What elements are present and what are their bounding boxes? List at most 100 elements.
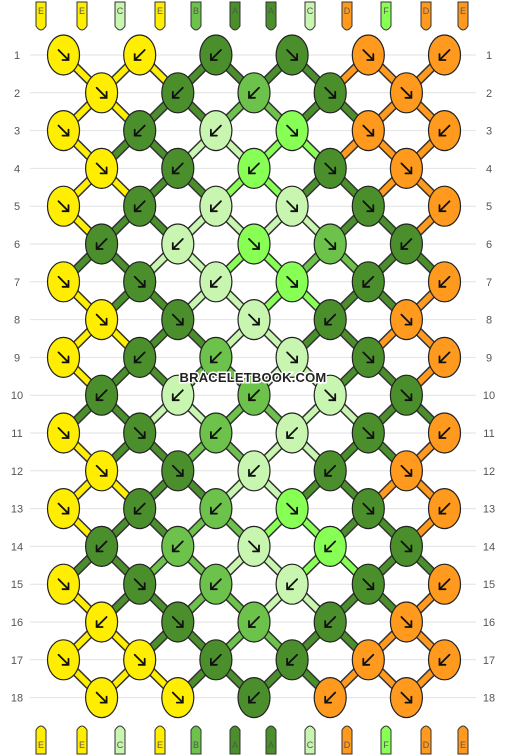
knot-direction-arrow-icon [286, 653, 298, 666]
string-label-bottom: E [157, 740, 163, 750]
knot-direction-arrow-icon [95, 389, 108, 402]
knot-direction-arrow-icon [438, 351, 451, 364]
knot-direction-arrow-icon [438, 427, 451, 439]
row-number-right: 1 [486, 50, 492, 62]
knot-direction-arrow-icon [324, 313, 337, 326]
row-number-right: 7 [486, 277, 492, 289]
knot-direction-arrow-icon [210, 427, 222, 439]
knot-direction-arrow-icon [362, 200, 375, 213]
string-tab-bottom [457, 725, 469, 755]
string-label-top: E [460, 6, 466, 16]
knot-direction-arrow-icon [362, 653, 375, 666]
row-number-left: 17 [11, 655, 23, 667]
string-tab-top [190, 1, 202, 31]
knot-direction-arrow-icon [95, 616, 108, 628]
string-tab-bottom [154, 725, 166, 755]
string-label-top: C [117, 6, 124, 16]
knot-direction-arrow-icon [438, 578, 451, 591]
string-tab-top [304, 1, 316, 31]
row-number-right: 10 [483, 390, 495, 402]
string-label-bottom: B [193, 740, 199, 750]
knot-direction-arrow-icon [95, 313, 108, 326]
knot-direction-arrow-icon [171, 162, 184, 175]
knot-direction-arrow-icon [286, 124, 298, 137]
knot-direction-arrow-icon [324, 162, 337, 175]
knot-direction-arrow-icon [438, 502, 451, 515]
string-label-top: E [38, 6, 44, 16]
string-tab-top [35, 1, 47, 31]
knot-direction-arrow-icon [438, 275, 451, 288]
knot-direction-arrow-icon [362, 124, 375, 137]
row-number-right: 8 [486, 315, 492, 327]
string-tab-top [229, 1, 241, 31]
knot-direction-arrow-icon [248, 238, 260, 250]
knot-direction-arrow-icon [171, 540, 184, 553]
knot-direction-arrow-icon [400, 238, 413, 250]
knot-direction-arrow-icon [362, 427, 375, 439]
row-number-left: 14 [11, 541, 23, 553]
knot-direction-arrow-icon [171, 238, 184, 250]
knot-direction-arrow-icon [210, 653, 222, 666]
knot-direction-arrow-icon [133, 200, 146, 213]
knot-direction-arrow-icon [210, 502, 222, 515]
string-tab-top [76, 1, 88, 31]
row-number-left: 10 [11, 390, 23, 402]
knot-direction-arrow-icon [438, 124, 451, 137]
knots-layer [46, 34, 462, 719]
knot-direction-arrow-icon [324, 691, 337, 704]
knot-direction-arrow-icon [324, 540, 337, 553]
knot-direction-arrow-icon [362, 502, 375, 515]
string-tab-bottom [304, 725, 316, 755]
string-label-bottom: E [460, 740, 466, 750]
knot-direction-arrow-icon [400, 691, 413, 704]
knot-direction-arrow-icon [400, 389, 413, 402]
string-tab-top [457, 1, 469, 31]
knot-direction-arrow-icon [438, 653, 451, 666]
knot-direction-arrow-icon [324, 464, 337, 477]
row-number-left: 1 [14, 50, 20, 62]
knot-direction-arrow-icon [133, 427, 146, 439]
row-number-left: 12 [11, 466, 23, 478]
string-tab-top [420, 1, 432, 31]
knot-direction-arrow-icon [95, 86, 108, 99]
string-label-top: E [79, 6, 85, 16]
knot-direction-arrow-icon [133, 124, 146, 137]
knot-direction-arrow-icon [362, 578, 375, 591]
knot-direction-arrow-icon [171, 616, 184, 628]
knot-direction-arrow-icon [362, 351, 375, 364]
string-tab-top [114, 1, 126, 31]
string-label-top: E [157, 6, 163, 16]
knot-direction-arrow-icon [248, 86, 260, 99]
knot-direction-arrow-icon [438, 200, 451, 213]
row-number-left: 16 [11, 617, 23, 629]
string-label-bottom: E [38, 740, 44, 750]
knot-direction-arrow-icon [400, 162, 413, 175]
row-number-left: 11 [11, 428, 22, 440]
knot-direction-arrow-icon [362, 49, 375, 61]
knot-direction-arrow-icon [286, 49, 298, 61]
string-label-top: D [423, 6, 430, 16]
knot-direction-arrow-icon [286, 578, 298, 591]
knot-direction-arrow-icon [57, 578, 70, 591]
knot-direction-arrow-icon [133, 351, 146, 364]
knot-direction-arrow-icon [57, 275, 70, 288]
string-label-top: C [307, 6, 314, 16]
string-label-bottom: C [307, 740, 314, 750]
knot-direction-arrow-icon [210, 200, 222, 213]
knot-direction-arrow-icon [400, 464, 413, 477]
string-label-top: A [268, 6, 274, 16]
knot-direction-arrow-icon [133, 275, 146, 288]
knot-direction-arrow-icon [400, 540, 413, 553]
knot-direction-arrow-icon [324, 86, 337, 99]
knot-direction-arrow-icon [133, 49, 146, 61]
knot-direction-arrow-icon [171, 313, 184, 326]
knot-direction-arrow-icon [248, 616, 260, 628]
knot-direction-arrow-icon [171, 691, 184, 704]
knot-direction-arrow-icon [95, 162, 108, 175]
row-number-right: 6 [486, 239, 492, 251]
row-number-left: 8 [14, 315, 20, 327]
knot-direction-arrow-icon [400, 313, 413, 326]
row-number-left: 15 [11, 579, 23, 591]
row-number-right: 18 [483, 693, 495, 705]
